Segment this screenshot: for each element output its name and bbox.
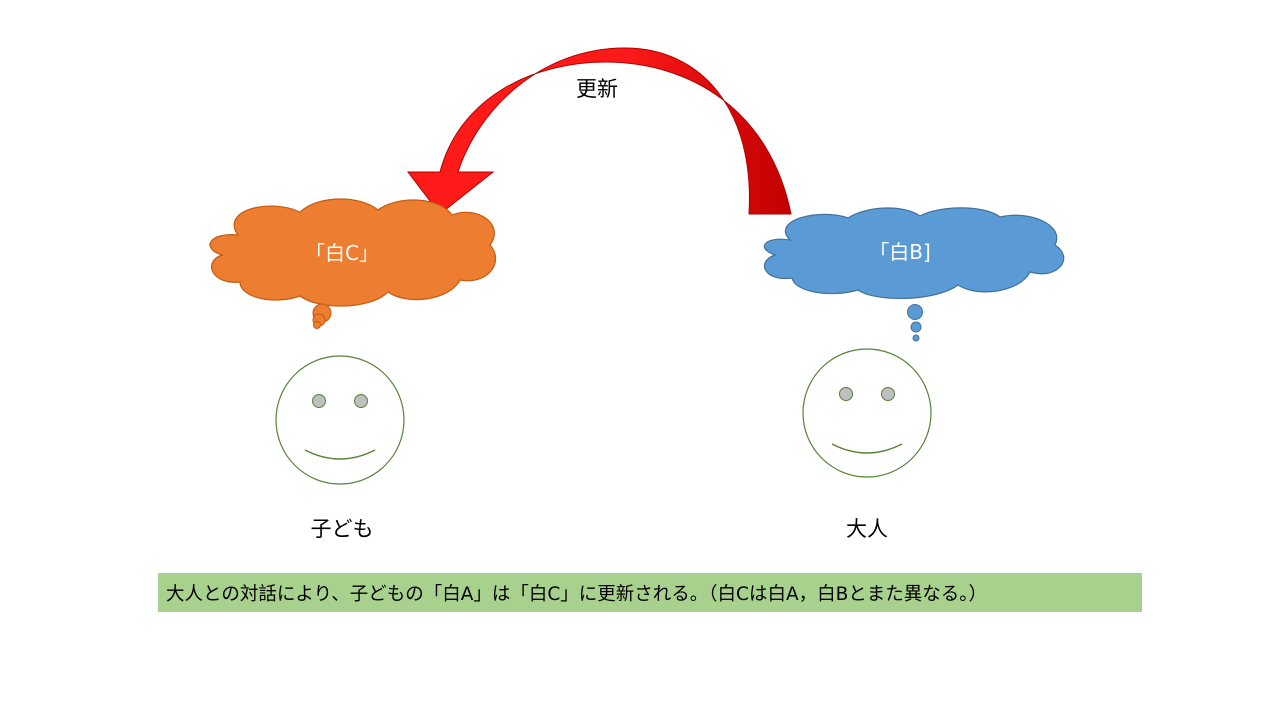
adult-thought-bubble-small bbox=[912, 334, 920, 342]
adult-thought-text: 「白B] bbox=[869, 240, 931, 264]
child-thought-bubble-small bbox=[313, 321, 321, 329]
adult-cloud-shape bbox=[763, 207, 1065, 300]
adult-label: 大人 bbox=[846, 517, 888, 541]
child-smile bbox=[304, 449, 376, 460]
adult-face bbox=[802, 348, 932, 478]
child-left-eye bbox=[312, 394, 326, 408]
adult-right-eye bbox=[881, 387, 895, 401]
child-cloud-shape bbox=[209, 198, 497, 307]
child-thought-text: 「白C」 bbox=[305, 241, 379, 265]
update-arrow bbox=[406, 47, 792, 215]
adult-left-eye bbox=[839, 387, 853, 401]
child-face bbox=[275, 355, 405, 485]
caption-text: 大人との対話により、子どもの「白A」は「白C」に更新される。（白Cは白A，白Bと… bbox=[166, 583, 988, 605]
child-right-eye bbox=[354, 394, 368, 408]
child-label: 子ども bbox=[311, 517, 374, 541]
adult-smiley-icon bbox=[802, 348, 932, 478]
adult-thought-bubble-large bbox=[907, 304, 923, 320]
adult-thought-cloud: 「白B] bbox=[763, 207, 1065, 342]
adult-thought-bubble-medium bbox=[910, 321, 922, 333]
child-thought-cloud: 「白C」 bbox=[209, 198, 497, 329]
update-label: 更新 bbox=[576, 77, 618, 101]
child-smiley-icon bbox=[275, 355, 405, 485]
adult-smile bbox=[831, 443, 903, 454]
caption-box: 大人との対話により、子どもの「白A」は「白C」に更新される。（白Cは白A，白Bと… bbox=[158, 573, 1142, 612]
